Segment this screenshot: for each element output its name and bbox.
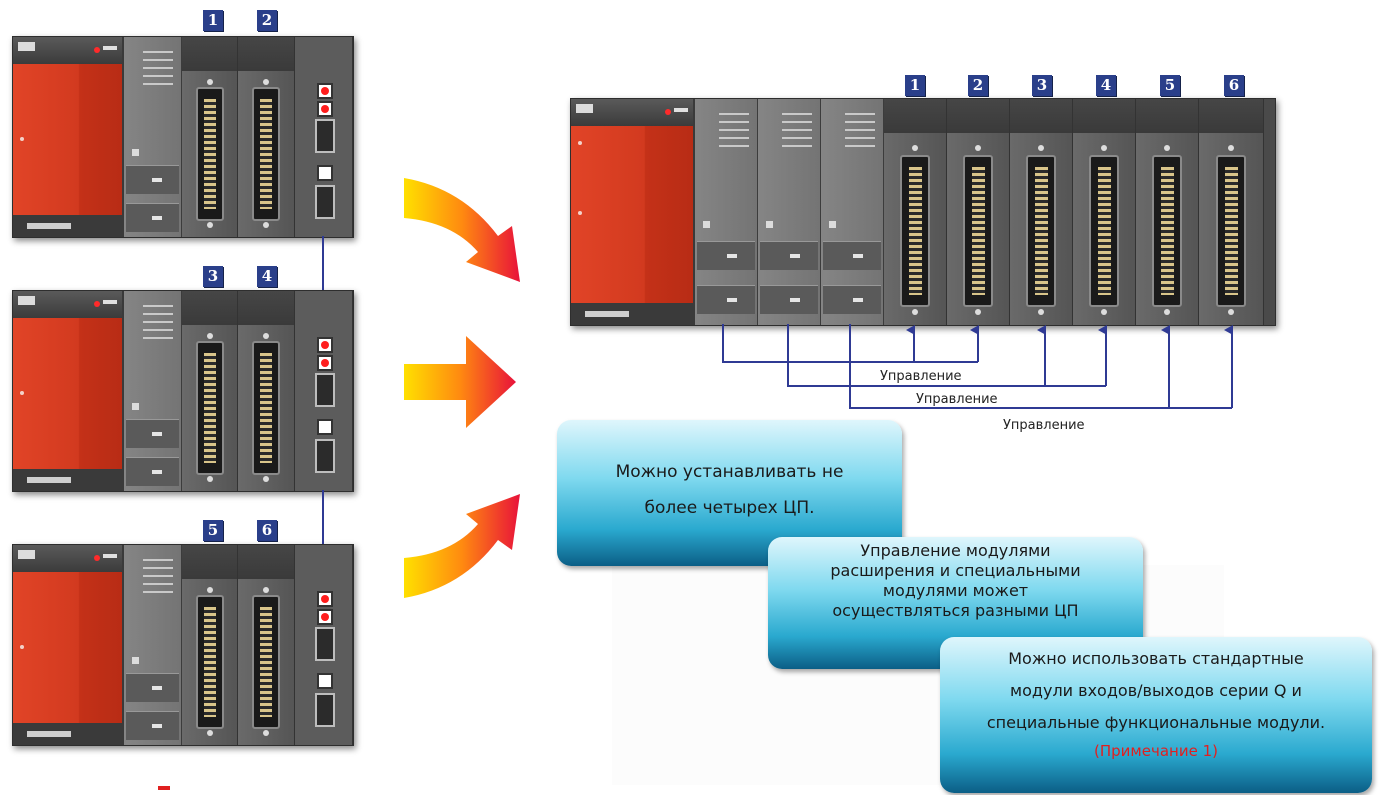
io-module-4 bbox=[238, 291, 295, 491]
control-line-cpu1 bbox=[722, 324, 978, 363]
slot-number-badge: 2 bbox=[257, 10, 277, 31]
io-module-4 bbox=[1073, 99, 1136, 325]
control-line-cpu3 bbox=[849, 324, 1232, 409]
cpu-module bbox=[123, 291, 183, 491]
info-box-3-line-1: Можно использовать стандартные bbox=[1008, 649, 1304, 668]
slot-number-badge: 1 bbox=[203, 10, 223, 31]
control-label-1: Управление bbox=[880, 369, 962, 384]
extension-connector-module bbox=[294, 545, 354, 745]
control-line-cpu2 bbox=[787, 324, 1106, 387]
power-supply-module bbox=[13, 291, 124, 491]
arrow-top bbox=[404, 178, 520, 282]
cpu-module-3 bbox=[821, 99, 884, 325]
info-box-1-line-2: более четырех ЦП. bbox=[644, 498, 815, 518]
slot-number-badge: 6 bbox=[257, 520, 277, 541]
red-mark bbox=[158, 786, 170, 790]
io-module-5 bbox=[182, 545, 239, 745]
info-box-2-line-1: Управление модулями bbox=[860, 541, 1051, 560]
control-label-3: Управление bbox=[1003, 418, 1085, 433]
slot-number-badge: 5 bbox=[1160, 75, 1180, 96]
power-supply-module bbox=[13, 37, 124, 237]
info-box-2-line-4: осуществляться разными ЦП bbox=[832, 601, 1079, 620]
slot-number-badge: 3 bbox=[203, 266, 223, 287]
extension-connector-module bbox=[294, 291, 354, 491]
cpu-module-1 bbox=[695, 99, 758, 325]
left-rack-2 bbox=[12, 290, 354, 492]
io-module-3 bbox=[1010, 99, 1073, 325]
info-box-2-line-3: модулями может bbox=[882, 581, 1029, 600]
slot-number-badge: 5 bbox=[203, 520, 223, 541]
main-rack bbox=[570, 98, 1276, 326]
io-module-1 bbox=[182, 37, 239, 237]
cpu-module bbox=[123, 545, 183, 745]
power-supply-module bbox=[13, 545, 124, 745]
slot-number-badge: 3 bbox=[1032, 75, 1052, 96]
info-box-1-line-1: Можно устанавливать не bbox=[615, 462, 844, 482]
cpu-module-2 bbox=[758, 99, 821, 325]
arrow-bottom bbox=[404, 494, 520, 598]
arrow-middle bbox=[404, 336, 516, 428]
left-rack-3 bbox=[12, 544, 354, 746]
io-module-6 bbox=[1199, 99, 1264, 325]
io-module-1 bbox=[884, 99, 947, 325]
info-box-2-line-2: расширения и специальными bbox=[830, 561, 1081, 580]
info-box-3-line-2: модули входов/выходов серии Q и bbox=[1010, 681, 1302, 700]
io-module-2 bbox=[947, 99, 1010, 325]
slot-number-badge: 1 bbox=[905, 75, 925, 96]
io-module-2 bbox=[238, 37, 295, 237]
info-box-standard-modules: Можно использовать стандартные модули вх… bbox=[940, 637, 1372, 793]
power-supply-module bbox=[571, 99, 695, 325]
io-module-3 bbox=[182, 291, 239, 491]
left-rack-1 bbox=[12, 36, 354, 238]
footnote-reference[interactable]: (Примечание 1) bbox=[1094, 742, 1218, 760]
slot-number-badge: 4 bbox=[257, 266, 277, 287]
io-module-6 bbox=[238, 545, 295, 745]
io-module-5 bbox=[1136, 99, 1199, 325]
slot-number-badge: 4 bbox=[1096, 75, 1116, 96]
cpu-module bbox=[123, 37, 183, 237]
slot-number-badge: 2 bbox=[968, 75, 988, 96]
extension-connector-module bbox=[294, 37, 354, 237]
slot-number-badge: 6 bbox=[1224, 75, 1244, 96]
control-label-2: Управление bbox=[916, 392, 998, 407]
info-box-3-line-3: специальные функциональные модули. bbox=[986, 713, 1326, 732]
